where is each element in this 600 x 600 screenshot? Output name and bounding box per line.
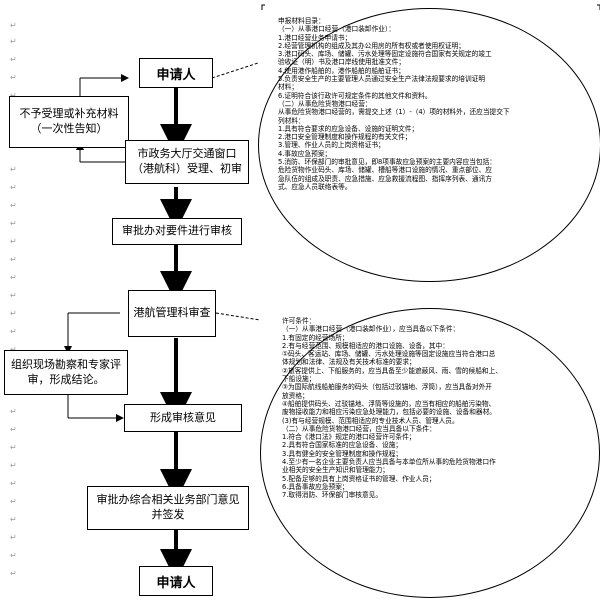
port-review-node: 港航管理科审查 <box>128 290 216 337</box>
materials-line: 验收证（明）书及港口岸线使用批准文件； <box>278 58 406 67</box>
conditions-line: 下船设施； <box>282 375 316 384</box>
return-mark-icon: ↵ <box>10 273 17 282</box>
return-mark-icon: ↵ <box>10 407 17 416</box>
materials-line: 3.港口码头、库场、储罐、污水处理等固定设施符合国家有关规定的竣工 <box>278 50 492 59</box>
return-mark-icon: ↵ <box>10 291 17 300</box>
node-label: 不予受理或补充材料（一次性告知） <box>19 107 119 135</box>
materials-line: （一）从事港口经营（港口装卸作业）： <box>278 25 396 34</box>
return-mark-icon: ↵ <box>10 346 17 354</box>
node-label: 审批办对要件进行审核 <box>122 224 232 238</box>
materials-line: 式、应急人员联络表等。 <box>278 182 352 191</box>
materials-line: 列材料： <box>278 116 305 125</box>
materials-list: 申报材料目录： （一）从事港口经营（港口装卸作业）： 1.港口经营业务申请书； … <box>278 17 583 269</box>
return-mark-icon: ↵ <box>10 73 17 82</box>
materials-line: 急队伍的组成及职责、应急措施、应急救援流程图、指挥序列表、通讯方 <box>278 174 492 183</box>
return-mark-icon: ↵ <box>10 255 17 264</box>
form-opinion-node: 形成审核意见 <box>124 404 242 432</box>
node-label: 形成审核意见 <box>150 410 216 424</box>
materials-line: 3.管理、作业人员的上岗资格证书； <box>278 141 385 150</box>
materials-line: 1.具有符合要求的应急设备、设施的证明文件； <box>278 124 419 133</box>
conditions-line: 业相关的安全生产知识和管理能力； <box>282 466 389 475</box>
materials-line: 5.负责安全生产的主要管理人员通过安全生产法律法规要求的培训证明 <box>278 75 486 84</box>
return-mark-icon: ↵ <box>10 327 17 336</box>
bracket-icon <box>261 4 265 10</box>
materials-line: 2.经营管理机构的组成及其办公用房的所有权或者使用权证明； <box>278 41 465 50</box>
return-mark-icon: ↵ <box>10 515 17 524</box>
conditions-line: 1.符合《港口法》规定的港口经营许可条件； <box>282 433 416 442</box>
conditions-line: 7.取得消防、环保部门审核意见。 <box>282 491 383 500</box>
materials-line: 从事危险货物港口经营的，需提交上述（1）-（4）项的材料外，还应当提交下 <box>278 108 510 117</box>
node-label: 港航管理科审查 <box>133 306 211 320</box>
return-mark-icon: ↵ <box>10 55 17 64</box>
node-label: 组织现场勘察和专家评审，形成结论。 <box>11 357 121 386</box>
return-mark-icon: ↵ <box>10 165 17 174</box>
conditions-line: 6.具备事故应急预案； <box>282 482 349 491</box>
return-mark-icon: ↵ <box>10 551 17 560</box>
conditions-line: ④船舶提供码头、过驳锚地、浮筒等设施的，应当有相应的船舶污染物、 <box>282 399 496 408</box>
conditions-line: (3)有与经营规模、范围相适应的专业技术人员、管理人员。 <box>282 416 459 425</box>
return-mark-icon: ↵ <box>10 569 17 578</box>
conditions-line: 3.具有健全的安全管理制度和操作规程； <box>282 449 403 458</box>
conditions-line: 许可条件： <box>282 317 316 325</box>
return-mark-icon: ↵ <box>10 425 17 434</box>
return-mark-icon: ↵ <box>10 443 17 452</box>
materials-line: 申报材料目录： <box>278 17 325 25</box>
conditions-line: ③为国际航线船舶服务的码头（包括过驳锚地、浮筒），应当具备对外开 <box>282 383 492 392</box>
conditions-line: 放资格； <box>282 391 309 400</box>
return-mark-icon: ↵ <box>10 37 17 46</box>
conditions-line: 2.具有符合国家标准的应急设备、设施； <box>282 441 403 450</box>
return-mark-icon: ↵ <box>10 21 17 30</box>
conditions-line: 2.有与经营范围、规模相适应的港口设施、设备，其中： <box>282 341 449 350</box>
return-mark-icon: ↵ <box>10 183 17 192</box>
return-mark-icon: ↵ <box>10 533 17 542</box>
window-review-node: 市政务大厅交通窗口（港航科）受理、初审 <box>125 140 249 184</box>
signoff-node: 审批办综合相关业务部门意见并签发 <box>87 486 249 530</box>
conditions-bubble <box>260 308 600 598</box>
node-label: 申请人 <box>156 575 196 591</box>
materials-line: 危险货物作业码头、库场、储罐、槽船等港口设施的情况、重点部位、应 <box>278 166 492 175</box>
materials-line: 4.使用港作船舶的，港作船舶的船舶证书； <box>278 66 405 75</box>
conditions-list: 许可条件： （一）从事港口经营（港口装卸作业），应当具备以下条件： 1.有固定的… <box>282 317 582 587</box>
materials-line: 5.消防、环保部门的审批意见，即8项事故应急预案的主要内容应当包括： <box>278 158 496 167</box>
materials-bubble <box>258 8 600 282</box>
return-mark-icon: ↵ <box>10 92 17 100</box>
site-survey-node: 组织现场勘察和专家评审，形成结论。 <box>4 350 128 395</box>
materials-line: 材料； <box>278 83 299 92</box>
conditions-line: 1.有固定的经营场所； <box>282 333 349 342</box>
materials-line: 1.港口经营业务申请书； <box>278 33 352 42</box>
conditions-line: ①码头、客运站、库场、储罐、污水处理设施等固定设施应当符合港口总 <box>282 350 496 359</box>
conditions-line: （二）从事危险货物港口经营，应当具备以下条件： <box>282 424 436 433</box>
bracket-icon <box>597 4 600 10</box>
materials-line: 4.事故应急预案； <box>278 149 332 158</box>
conditions-line: 体规划和法律、法规及有关技术标准的要求； <box>282 358 416 367</box>
node-label: 申请人 <box>156 67 196 83</box>
conditions-line: （一）从事港口经营（港口装卸作业），应当具备以下条件： <box>282 325 460 334</box>
conditions-line: 5.配备足够的具有上岗资格证书的管理、作业人员； <box>282 474 436 483</box>
conditions-line: ②旅客提供上、下船服务的，应当具备至少能遮蔽风、雨、雪的候船和上、 <box>282 366 502 375</box>
return-mark-icon: ↵ <box>10 219 17 228</box>
return-mark-icon: ↵ <box>10 461 17 470</box>
return-mark-icon: ↵ <box>10 237 17 246</box>
return-mark-icon: ↵ <box>10 497 17 506</box>
return-mark-icon: ↵ <box>10 479 17 488</box>
conditions-line: 废物接收能力和相应污染应急处理能力，包括必要的设施、设备和器材。 <box>282 408 496 417</box>
node-label: 市政务大厅交通窗口（港航科）受理、初审 <box>132 147 242 175</box>
return-mark-icon: ↵ <box>10 309 17 318</box>
approval-review-node: 审批办对要件进行审核 <box>112 218 242 245</box>
conditions-line: 4.至少有一名企业主要负责人应当具备与本单位所从事的危险货物港口作 <box>282 458 496 467</box>
node-label: 审批办综合相关业务部门意见并签发 <box>96 493 240 521</box>
materials-line: （二）从事危险货物港口经营： <box>278 99 372 108</box>
applicant-bottom-node: 申请人 <box>139 566 213 596</box>
materials-line: 6.证明符合该行政许可规定条件的其他文件和资料。 <box>278 91 432 100</box>
applicant-top-node: 申请人 <box>139 58 213 88</box>
materials-line: 2.港口安全管理制度和操作规程的有关文件； <box>278 133 412 142</box>
return-mark-icon: ↵ <box>10 201 17 210</box>
reject-node: 不予受理或补充材料（一次性告知） <box>9 96 129 148</box>
